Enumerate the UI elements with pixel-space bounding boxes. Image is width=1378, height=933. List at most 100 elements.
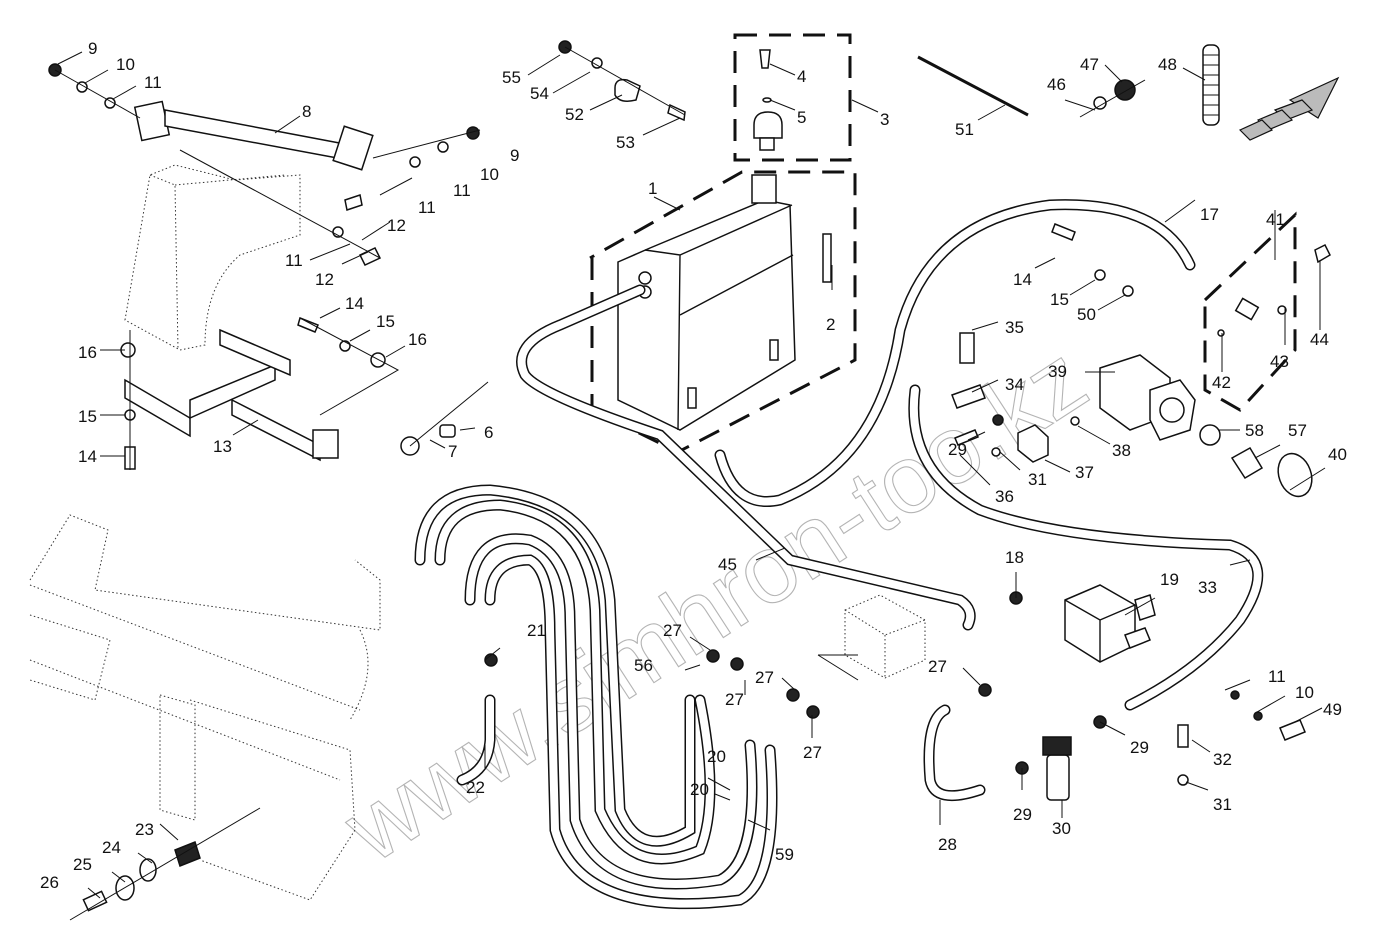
filler-cap-assembly [733, 33, 852, 162]
callout-49[interactable]: 49 [1323, 700, 1342, 719]
fasteners-top-left [48, 63, 1134, 470]
callout-56[interactable]: 56 [634, 656, 653, 675]
callout-13[interactable]: 13 [213, 437, 232, 456]
quick-coupler-set [69, 807, 261, 921]
fittings [484, 591, 1306, 786]
callout-9-right[interactable]: 9 [510, 146, 519, 165]
callout-12-b[interactable]: 12 [315, 270, 334, 289]
callout-58[interactable]: 58 [1245, 421, 1264, 440]
callout-15-b[interactable]: 15 [78, 407, 97, 426]
callout-labels: 1 2 3 4 5 6 7 8 9 10 11 9 10 11 11 12 11… [40, 39, 1347, 892]
callout-11-lower-right[interactable]: 11 [1268, 667, 1286, 686]
callout-59[interactable]: 59 [775, 845, 794, 864]
callout-54[interactable]: 54 [530, 84, 549, 103]
callout-3[interactable]: 3 [880, 110, 889, 129]
callout-11-lower[interactable]: 11 [285, 251, 303, 270]
control-valve-dotted [844, 594, 926, 679]
callout-7[interactable]: 7 [448, 442, 457, 461]
callout-14-b[interactable]: 14 [78, 447, 97, 466]
nut-sleeve [1079, 79, 1146, 118]
callout-27-c[interactable]: 27 [755, 668, 774, 687]
callout-32[interactable]: 32 [1213, 750, 1232, 769]
callout-14-c[interactable]: 14 [1013, 270, 1032, 289]
callout-12-a[interactable]: 12 [387, 216, 406, 235]
callout-9-top-left[interactable]: 9 [88, 39, 97, 58]
adapter-block [954, 414, 1080, 463]
callout-6[interactable]: 6 [484, 423, 493, 442]
hood-outline [124, 164, 301, 351]
callout-55[interactable]: 55 [502, 68, 521, 87]
callout-51[interactable]: 51 [955, 120, 974, 139]
callout-34[interactable]: 34 [1005, 375, 1024, 394]
callout-31-a[interactable]: 31 [1028, 470, 1047, 489]
callout-43[interactable]: 43 [1270, 352, 1289, 371]
callout-27-d[interactable]: 27 [803, 743, 822, 762]
callout-23[interactable]: 23 [135, 820, 154, 839]
callout-10-right[interactable]: 10 [480, 165, 499, 184]
callout-29-b[interactable]: 29 [1130, 738, 1149, 757]
callout-15-c[interactable]: 15 [1050, 290, 1069, 309]
callout-20-b[interactable]: 20 [690, 780, 709, 799]
callout-4[interactable]: 4 [797, 67, 806, 86]
callout-39[interactable]: 39 [1048, 362, 1067, 381]
callout-14-a[interactable]: 14 [345, 294, 364, 313]
callout-50[interactable]: 50 [1077, 305, 1096, 324]
callout-15-a[interactable]: 15 [376, 312, 395, 331]
callout-36[interactable]: 36 [995, 487, 1014, 506]
callout-52[interactable]: 52 [565, 105, 584, 124]
callout-10-lower-right[interactable]: 10 [1295, 683, 1314, 702]
callout-42[interactable]: 42 [1212, 373, 1231, 392]
callout-11-right-b[interactable]: 11 [418, 198, 436, 217]
callout-28[interactable]: 28 [938, 835, 957, 854]
callout-22[interactable]: 22 [466, 778, 485, 797]
callout-27-b[interactable]: 27 [725, 690, 744, 709]
callout-29-a[interactable]: 29 [948, 440, 967, 459]
callout-30[interactable]: 30 [1052, 819, 1071, 838]
callout-47[interactable]: 47 [1080, 55, 1099, 74]
callout-16-a[interactable]: 16 [408, 330, 427, 349]
callout-11-right-a[interactable]: 11 [453, 181, 471, 200]
pump-seals [1199, 424, 1313, 498]
callout-37[interactable]: 37 [1075, 463, 1094, 482]
spiral-guard [1202, 44, 1220, 126]
callout-10-top-left[interactable]: 10 [116, 55, 135, 74]
hydraulic-pump [1099, 354, 1196, 441]
callout-35[interactable]: 35 [1005, 318, 1024, 337]
callout-18[interactable]: 18 [1005, 548, 1024, 567]
callout-26[interactable]: 26 [40, 873, 59, 892]
callout-33[interactable]: 33 [1198, 578, 1217, 597]
callout-40[interactable]: 40 [1328, 445, 1347, 464]
callout-46[interactable]: 46 [1047, 75, 1066, 94]
callout-57[interactable]: 57 [1288, 421, 1307, 440]
tank-bracket [124, 328, 339, 462]
callout-8[interactable]: 8 [302, 102, 311, 121]
front-direction-arrow [1238, 76, 1340, 141]
pump-fitting-kit [1203, 211, 1331, 412]
callout-53[interactable]: 53 [616, 133, 635, 152]
callout-25[interactable]: 25 [73, 855, 92, 874]
callout-27-a[interactable]: 27 [663, 621, 682, 640]
callout-48[interactable]: 48 [1158, 55, 1177, 74]
callout-27-e[interactable]: 27 [928, 657, 947, 676]
callout-11-top-left[interactable]: 11 [144, 73, 162, 92]
callout-45[interactable]: 45 [718, 555, 737, 574]
callout-29-c[interactable]: 29 [1013, 805, 1032, 824]
callout-5[interactable]: 5 [797, 108, 806, 127]
callout-31-b[interactable]: 31 [1213, 795, 1232, 814]
callout-24[interactable]: 24 [102, 838, 121, 857]
callout-17[interactable]: 17 [1200, 205, 1219, 224]
callout-21[interactable]: 21 [527, 621, 546, 640]
callout-38[interactable]: 38 [1112, 441, 1131, 460]
callout-19[interactable]: 19 [1160, 570, 1179, 589]
control-valve [1064, 584, 1156, 663]
callout-44[interactable]: 44 [1310, 330, 1329, 349]
callout-2[interactable]: 2 [826, 315, 835, 334]
callout-41[interactable]: 41 [1266, 210, 1285, 229]
support-bar [133, 100, 374, 171]
callout-20-a[interactable]: 20 [707, 747, 726, 766]
pressure-switch [951, 332, 986, 409]
callout-16-b[interactable]: 16 [78, 343, 97, 362]
callout-1[interactable]: 1 [648, 179, 657, 198]
